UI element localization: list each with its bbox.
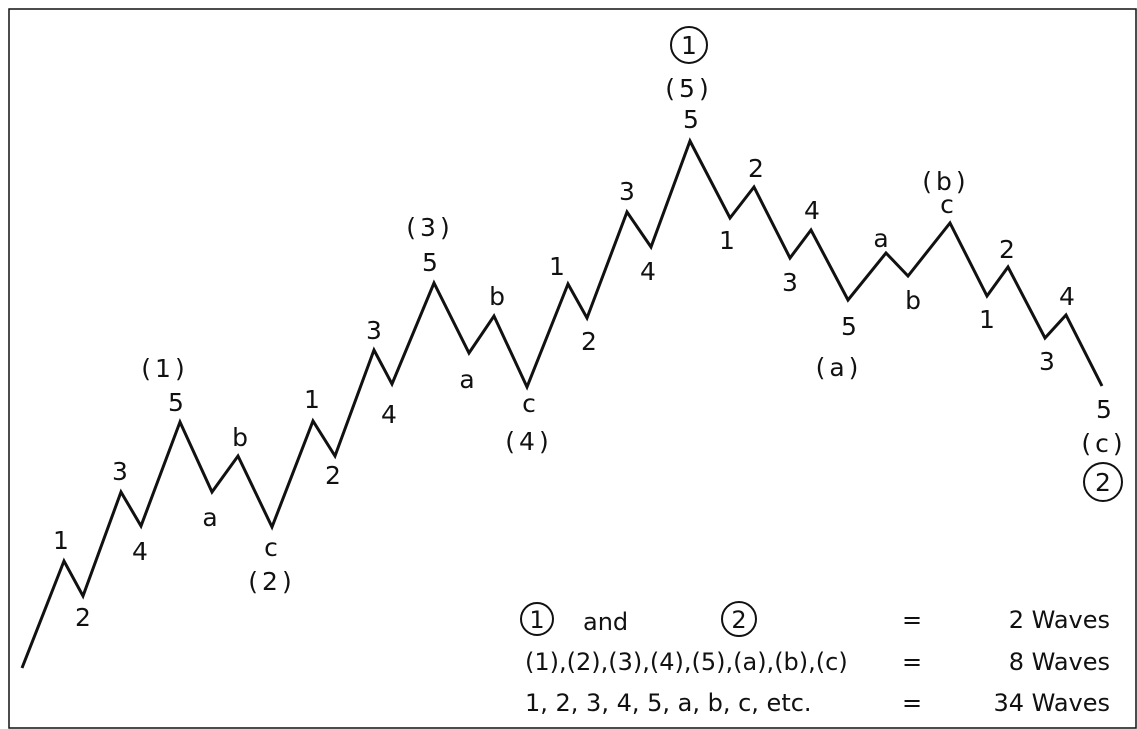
wave-intermediate-label-34: (c) xyxy=(1081,429,1126,458)
wave-label-16: c xyxy=(522,389,536,418)
wave-label-13: 5 xyxy=(422,248,438,277)
wave-label-17: 1 xyxy=(549,252,565,281)
wave-label-34: 5 xyxy=(1096,395,1112,424)
wave-label-8: c xyxy=(264,533,278,562)
wave-label-32: 3 xyxy=(1039,347,1055,376)
legend-and: and xyxy=(583,608,628,636)
wave-label-21: 5 xyxy=(683,105,699,134)
wave-label-23: 2 xyxy=(748,154,764,183)
wave-intermediate-label-16: (4) xyxy=(505,427,552,456)
wave-label-27: a xyxy=(873,224,888,253)
legend-equals-2: = xyxy=(902,648,922,676)
wave-label-33: 4 xyxy=(1059,282,1075,311)
legend-circle-1-label: 1 xyxy=(529,606,544,634)
wave-intermediate-label-5: (1) xyxy=(141,354,188,383)
wave-label-14: a xyxy=(459,365,474,394)
wave-intermediate-label-21: (5) xyxy=(665,74,712,103)
legend-circle-2 xyxy=(721,601,757,637)
wave-labels: 12345(1)abc(2)12345(3)abc(4)12345(5)1123… xyxy=(53,26,1126,632)
legend-minor-waves-text: 1, 2, 3, 4, 5, a, b, c, etc. xyxy=(525,689,812,717)
legend: 1 and 2 = 2 Waves (1),(2),(3),(4),(5),(a… xyxy=(520,601,1110,717)
wave-label-11: 3 xyxy=(366,316,382,345)
wave-label-15: b xyxy=(489,282,505,311)
wave-label-12: 4 xyxy=(381,400,397,429)
primary-wave-circle-34 xyxy=(1083,462,1123,502)
wave-label-20: 4 xyxy=(640,257,656,286)
primary-wave-circle-21 xyxy=(670,26,708,64)
legend-circle-2-label: 2 xyxy=(731,606,746,634)
legend-equals-1: = xyxy=(902,606,922,634)
wave-label-24: 3 xyxy=(782,268,798,297)
wave-label-29: c xyxy=(940,190,954,219)
wave-label-31: 2 xyxy=(999,235,1015,264)
wave-label-10: 2 xyxy=(325,461,341,490)
wave-intermediate-label-8: (2) xyxy=(248,567,295,596)
wave-label-25: 4 xyxy=(804,196,820,225)
wave-label-2: 2 xyxy=(75,603,91,632)
wave-intermediate-label-29: (b) xyxy=(922,167,969,196)
wave-label-28: b xyxy=(905,286,921,315)
wave-label-4: 4 xyxy=(132,537,148,566)
primary-wave-label-21: 1 xyxy=(681,31,697,60)
legend-count-1: 2 Waves xyxy=(1009,606,1110,634)
legend-count-3: 34 Waves xyxy=(993,689,1110,717)
wave-label-9: 1 xyxy=(304,385,320,414)
legend-equals-3: = xyxy=(902,689,922,717)
legend-circle-1 xyxy=(520,602,554,636)
legend-row-3: 1, 2, 3, 4, 5, a, b, c, etc. = 34 Waves xyxy=(525,689,1110,717)
wave-label-6: a xyxy=(202,503,217,532)
wave-label-3: 3 xyxy=(112,457,128,486)
wave-label-7: b xyxy=(232,423,248,452)
wave-label-26: 5 xyxy=(841,312,857,341)
wave-label-30: 1 xyxy=(979,305,995,334)
wave-label-19: 3 xyxy=(619,177,635,206)
wave-label-18: 2 xyxy=(581,327,597,356)
wave-label-1: 1 xyxy=(53,526,69,555)
legend-subwaves-text: (1),(2),(3),(4),(5),(a),(b),(c) xyxy=(525,648,848,676)
wave-intermediate-label-13: (3) xyxy=(406,213,453,242)
wave-intermediate-label-26: (a) xyxy=(816,353,863,382)
wave-label-22: 1 xyxy=(719,226,735,255)
wave-path-line xyxy=(20,137,1104,669)
primary-wave-label-34: 2 xyxy=(1095,468,1111,497)
legend-row-1: 1 and 2 = 2 Waves xyxy=(520,601,1110,637)
legend-row-2: (1),(2),(3),(4),(5),(a),(b),(c) = 8 Wave… xyxy=(525,648,1110,676)
wave-label-5: 5 xyxy=(168,388,184,417)
legend-count-2: 8 Waves xyxy=(1009,648,1110,676)
diagram-border xyxy=(8,8,1137,729)
